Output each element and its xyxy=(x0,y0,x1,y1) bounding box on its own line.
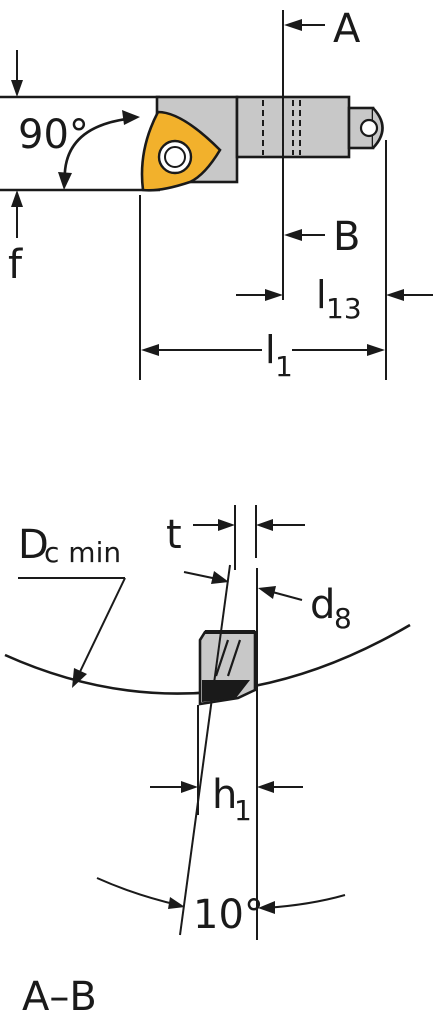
dim-l1: l 1 xyxy=(139,195,385,383)
angle-90-label: 90° xyxy=(18,112,89,158)
dim-l13-sub: 13 xyxy=(326,292,362,325)
dc-min-sub: c min xyxy=(44,536,121,569)
dc-min-label: D xyxy=(18,522,49,568)
dim-d8: d 8 xyxy=(179,564,352,940)
dim-h1-label: h xyxy=(212,772,237,818)
insert xyxy=(140,110,222,192)
dim-t-label: t xyxy=(166,512,182,558)
dim-l13: l 13 xyxy=(236,140,433,380)
holder-section xyxy=(198,630,257,706)
dim-h1: h 1 xyxy=(150,705,303,827)
angle-10: 10° xyxy=(96,877,346,938)
angle-10-label: 10° xyxy=(193,892,264,938)
section-a-label: A xyxy=(333,6,361,52)
top-view: 90° f A B l 13 xyxy=(0,6,433,383)
dim-l1-sub: 1 xyxy=(275,350,293,383)
dim-l1-label: l xyxy=(265,328,276,372)
dim-f-label: f xyxy=(8,242,23,288)
dim-t: t xyxy=(166,505,305,570)
dim-h1-sub: 1 xyxy=(234,794,252,827)
dim-d8-sub: 8 xyxy=(334,602,352,635)
section-b-label: B xyxy=(333,214,360,260)
dim-f: f xyxy=(8,50,23,288)
section-title: A–B xyxy=(22,974,97,1020)
dim-l13-label: l xyxy=(316,273,327,317)
section-view: D c min t d 8 xyxy=(4,505,411,1020)
dim-d8-label: d xyxy=(310,582,335,628)
angle-arc-90 xyxy=(63,116,136,186)
